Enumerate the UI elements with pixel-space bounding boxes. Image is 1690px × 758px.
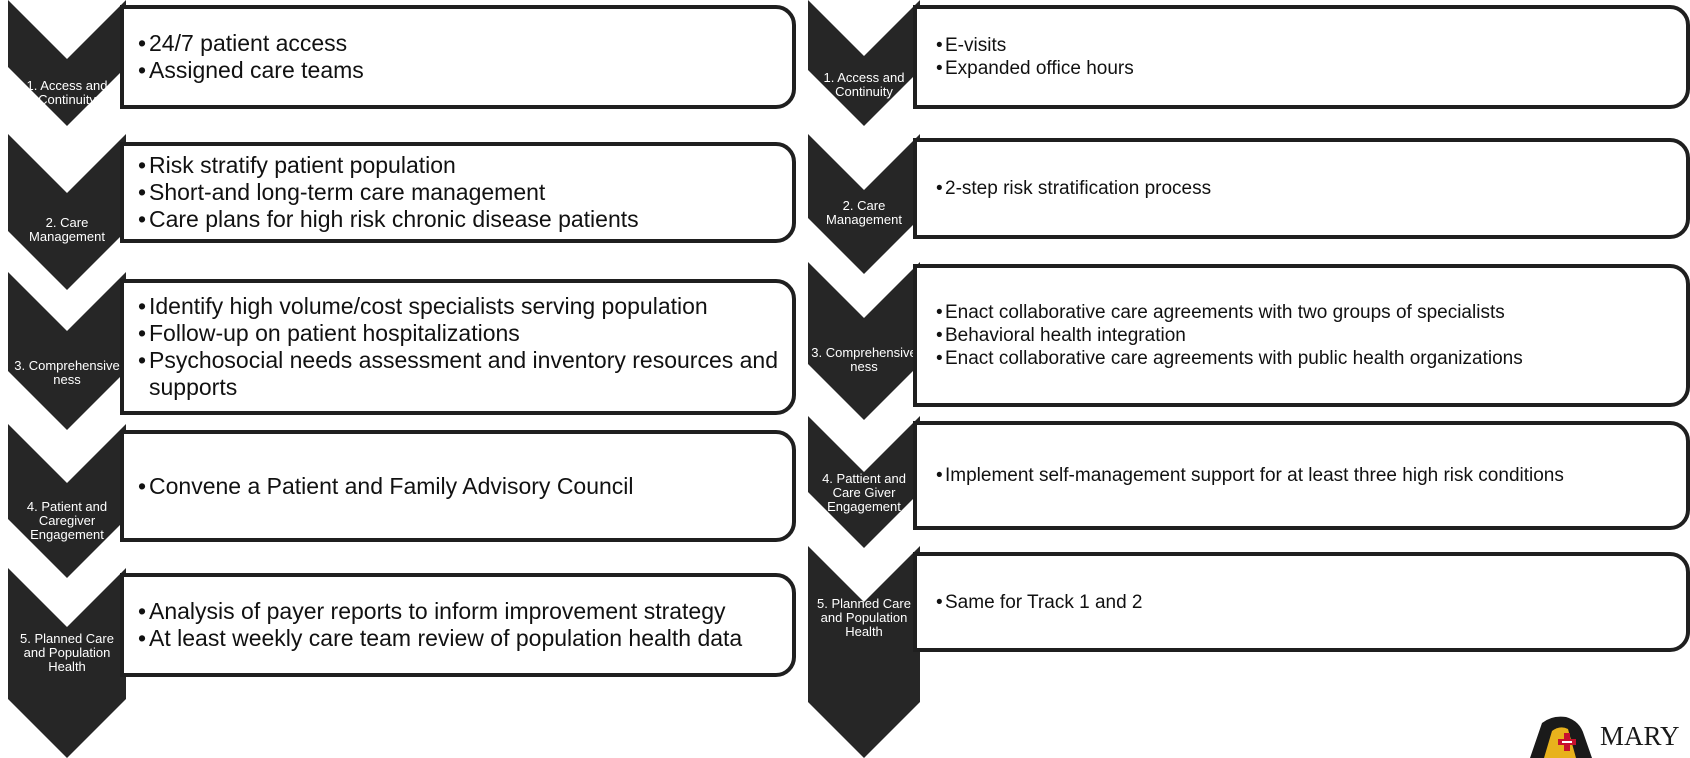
right-step-3-box: •Enact collaborative care agreements wit… bbox=[913, 264, 1690, 407]
bullet-text: Assigned care teams bbox=[149, 57, 364, 83]
bullet-item: •2-step risk stratification process bbox=[936, 177, 1676, 200]
bullet-item: •Enact collaborative care agreements wit… bbox=[936, 301, 1676, 324]
right-step-1-label: 1. Access and Continuity bbox=[823, 70, 905, 99]
right-step-3-label: 3. Comprehensive ness bbox=[811, 345, 917, 374]
bullet-item: •Short-and long-term care management bbox=[138, 179, 782, 206]
bullet-text: Risk stratify patient population bbox=[149, 152, 456, 178]
bullet-icon: • bbox=[138, 320, 147, 346]
left-step-1-label: 1. Access and Continuity bbox=[26, 78, 108, 107]
bullet-icon: • bbox=[138, 472, 147, 499]
bullet-item: •Implement self-management support for a… bbox=[936, 464, 1676, 487]
bullet-icon: • bbox=[936, 35, 943, 56]
left-step-5-label: 5. Planned Care and Population Health bbox=[20, 631, 114, 674]
bullet-item: •Behavioral health integration bbox=[936, 324, 1676, 347]
bullet-text: Convene a Patient and Family Advisory Co… bbox=[149, 472, 634, 499]
bullet-item: •Risk stratify patient population bbox=[138, 152, 782, 179]
bullet-item: •Analysis of payer reports to inform imp… bbox=[138, 598, 782, 625]
bullet-icon: • bbox=[936, 325, 943, 346]
left-step-4-label: 4. Patient and Caregiver Engagement bbox=[26, 499, 108, 542]
bullet-item: •At least weekly care team review of pop… bbox=[138, 625, 782, 652]
bullet-text: E-visits bbox=[945, 35, 1007, 56]
right-step-1-box: •E-visits•Expanded office hours bbox=[913, 5, 1690, 109]
bullet-text: Psychosocial needs assessment and invent… bbox=[149, 347, 779, 400]
left-step-2-label: 2. Care Management bbox=[29, 215, 105, 244]
bullet-item: •Assigned care teams bbox=[138, 57, 782, 84]
bullet-item: •Identify high volume/cost specialists s… bbox=[138, 293, 782, 320]
left-step-2-box: •Risk stratify patient population•Short-… bbox=[120, 142, 796, 243]
left-step-1-box: •24/7 patient access•Assigned care teams bbox=[120, 5, 796, 109]
bullet-text: Expanded office hours bbox=[945, 58, 1134, 79]
left-step-5-box: •Analysis of payer reports to inform imp… bbox=[120, 573, 796, 677]
bullet-icon: • bbox=[138, 625, 147, 651]
bullet-text: Analysis of payer reports to inform impr… bbox=[149, 598, 726, 624]
bullet-item: •24/7 patient access bbox=[138, 30, 782, 57]
logo-text: MARY bbox=[1600, 721, 1680, 751]
bullet-icon: • bbox=[138, 293, 147, 319]
bullet-item: •Care plans for high risk chronic diseas… bbox=[138, 206, 782, 233]
bullet-text: At least weekly care team review of popu… bbox=[149, 625, 743, 651]
bullet-item: •E-visits bbox=[936, 34, 1676, 57]
bullet-icon: • bbox=[936, 591, 943, 613]
bullet-item: •Psychosocial needs assessment and inven… bbox=[138, 347, 782, 401]
bullet-text: Follow-up on patient hospitalizations bbox=[149, 320, 520, 346]
bullet-icon: • bbox=[138, 152, 147, 178]
bullet-text: Care plans for high risk chronic disease… bbox=[149, 206, 639, 232]
bullet-icon: • bbox=[138, 179, 147, 205]
bullet-text: Enact collaborative care agreements with… bbox=[945, 348, 1523, 369]
right-step-4-label: 4. Pattient and Care Giver Engagement bbox=[822, 471, 906, 514]
bullet-item: •Convene a Patient and Family Advisory C… bbox=[138, 473, 782, 500]
bullet-text: Enact collaborative care agreements with… bbox=[945, 302, 1505, 323]
bullet-text: Implement self-management support for at… bbox=[945, 465, 1564, 486]
bullet-icon: • bbox=[138, 206, 147, 232]
bullet-icon: • bbox=[936, 178, 943, 199]
maryland-flag-icon bbox=[1530, 716, 1592, 758]
bullet-icon: • bbox=[936, 302, 943, 323]
bullet-text: Behavioral health integration bbox=[945, 325, 1186, 346]
bullet-item: •Same for Track 1 and 2 bbox=[936, 591, 1676, 614]
left-step-3-label: 3. Comprehensive ness bbox=[14, 358, 120, 387]
bullet-icon: • bbox=[138, 347, 147, 373]
right-step-5-label: 5. Planned Care and Population Health bbox=[817, 596, 911, 639]
bullet-icon: • bbox=[138, 57, 147, 83]
bullet-text: 2-step risk stratification process bbox=[945, 178, 1212, 199]
maryland-logo: MARY bbox=[1530, 716, 1680, 758]
bullet-icon: • bbox=[138, 30, 147, 56]
bullet-text: Identify high volume/cost specialists se… bbox=[149, 293, 708, 319]
bullet-text: Same for Track 1 and 2 bbox=[945, 591, 1143, 613]
right-step-2-label: 2. Care Management bbox=[826, 198, 902, 227]
right-step-5-box: •Same for Track 1 and 2 bbox=[913, 552, 1690, 652]
bullet-icon: • bbox=[936, 58, 943, 79]
bullet-icon: • bbox=[936, 348, 943, 369]
bullet-icon: • bbox=[138, 598, 147, 624]
bullet-item: •Enact collaborative care agreements wit… bbox=[936, 347, 1676, 370]
bullet-text: Short-and long-term care management bbox=[149, 179, 546, 205]
left-step-3-box: •Identify high volume/cost specialists s… bbox=[120, 279, 796, 415]
left-step-4-box: •Convene a Patient and Family Advisory C… bbox=[120, 430, 796, 542]
right-step-4-box: •Implement self-management support for a… bbox=[913, 421, 1690, 530]
bullet-item: •Expanded office hours bbox=[936, 57, 1676, 80]
bullet-text: 24/7 patient access bbox=[149, 30, 348, 56]
bullet-item: •Follow-up on patient hospitalizations bbox=[138, 320, 782, 347]
bullet-icon: • bbox=[936, 465, 943, 486]
right-step-2-box: •2-step risk stratification process bbox=[913, 138, 1690, 239]
